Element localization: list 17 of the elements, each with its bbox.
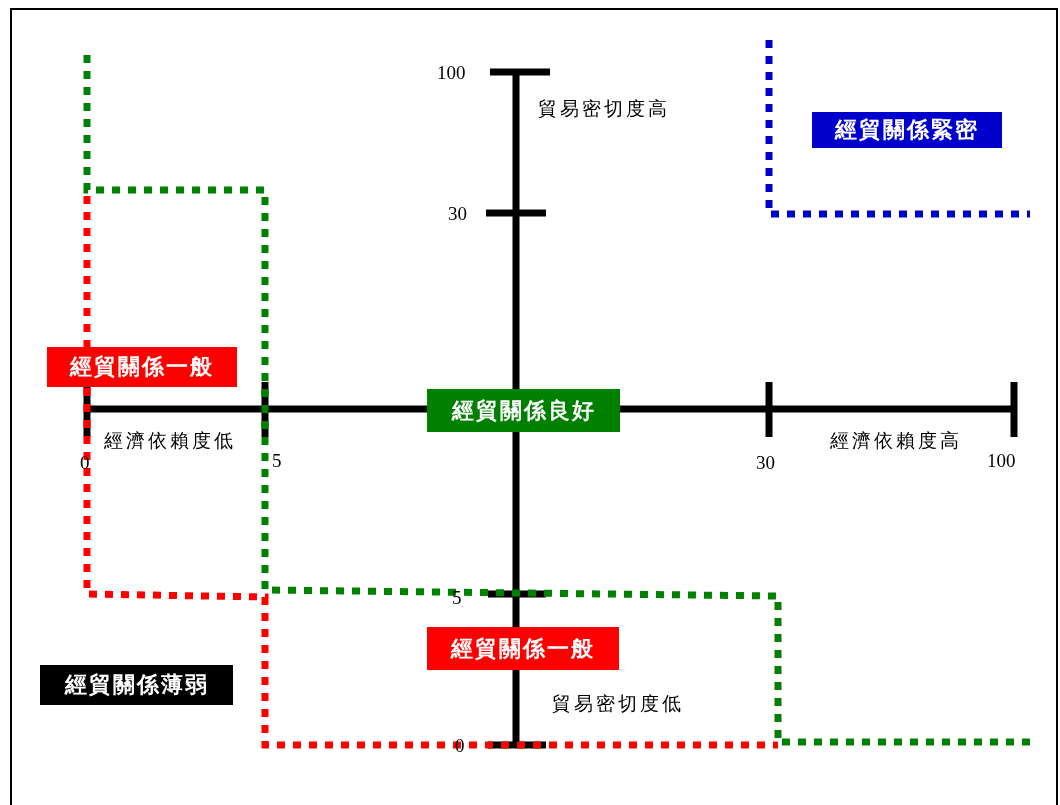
tick-label: 5 <box>452 588 462 607</box>
category-label-box: 經貿關係一般 <box>47 347 237 387</box>
category-label-box: 經貿關係良好 <box>427 389 620 432</box>
axis-label: 貿易密切度低 <box>552 694 684 713</box>
axis-label: 經濟依賴度低 <box>104 431 236 450</box>
category-label-box: 經貿關係一般 <box>427 627 619 670</box>
axis-label: 經濟依賴度高 <box>830 431 962 450</box>
tick-label: 100 <box>987 451 1016 470</box>
tick-label: 30 <box>756 453 775 472</box>
tick-label: 0 <box>80 453 90 472</box>
tick-label: 0 <box>455 736 465 755</box>
tick-label: 30 <box>448 204 467 223</box>
category-label-box: 經貿關係薄弱 <box>40 665 233 705</box>
axis-label: 貿易密切度高 <box>538 99 670 118</box>
tick-label: 5 <box>272 451 282 470</box>
tick-label: 100 <box>437 63 466 82</box>
category-label-box: 經貿關係緊密 <box>812 112 1002 148</box>
